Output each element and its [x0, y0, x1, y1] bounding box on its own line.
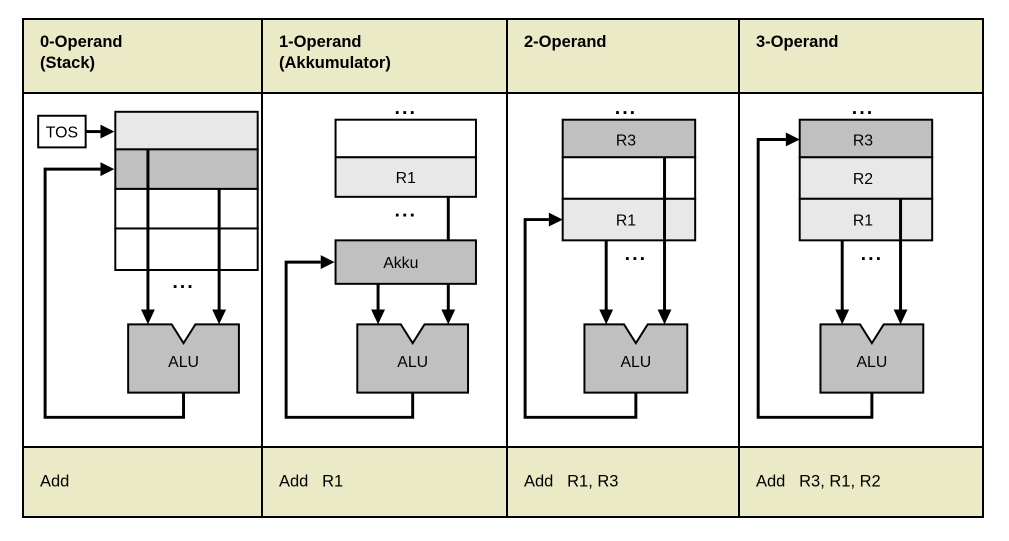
- alu-shape: [583, 323, 689, 394]
- header-cell-2-operand: 2-Operand: [508, 20, 740, 92]
- diagram-cell-0-operand: TOS ...: [24, 94, 263, 446]
- tos-box: [37, 114, 87, 149]
- feedback-arrow-icon: [320, 255, 335, 270]
- feedback-path: [43, 167, 186, 419]
- stack-cell-0: [114, 110, 259, 151]
- accumulator-arrow-icon: [371, 309, 385, 325]
- regfile-top-ellipsis: ...: [852, 97, 874, 119]
- alu-label: ALU: [397, 354, 428, 371]
- instruction-cell-0-operand: Add: [24, 448, 263, 516]
- diagram-row: TOS ...: [24, 94, 982, 448]
- three-operand-diagram: ... R3 R2 R1 ...: [756, 97, 934, 419]
- header-cell-3-operand: 3-Operand: [740, 20, 982, 92]
- diagram-cell-2-operand: ... R3 R1 ...: [508, 94, 740, 446]
- register-label-r3: R3: [616, 132, 636, 149]
- diagram-cell-3-operand: ... R3 R2 R1 ...: [740, 94, 982, 446]
- regfile-bottom-ellipsis: ...: [395, 200, 417, 222]
- header-label-0-operand: 0-Operand (Stack): [40, 33, 123, 73]
- register-label-r1: R1: [616, 213, 636, 230]
- alu-label: ALU: [168, 354, 199, 371]
- regfile-bottom-ellipsis: ...: [625, 243, 647, 265]
- register-cell-r3: [798, 118, 934, 159]
- register-label-r2: R2: [853, 171, 873, 188]
- feedback-arrow-icon: [548, 212, 563, 227]
- header-label-3-operand: 3-Operand: [756, 33, 839, 51]
- alu-shape: [127, 323, 240, 394]
- operand-arrow-right-icon: [893, 309, 908, 325]
- instruction-row: Add Add R1 Add R1, R3 Add R3, R1, R2: [24, 448, 982, 516]
- operand-arrow-right-icon: [441, 309, 456, 325]
- regfile-top-ellipsis: ...: [395, 97, 417, 119]
- operand-comparison-table: 0-Operand (Stack) 1-Operand (Akkumulator…: [22, 18, 984, 518]
- accumulator-box: [334, 239, 477, 285]
- register-cell-empty: [561, 156, 697, 200]
- stack-diagram: TOS ...: [37, 110, 259, 419]
- register-label-r1: R1: [853, 213, 873, 230]
- instruction-label-3-operand: Add R3, R1, R2: [756, 472, 881, 491]
- regfile-top-ellipsis: ...: [615, 97, 637, 119]
- instruction-cell-1-operand: Add R1: [263, 448, 508, 516]
- register-label-r3: R3: [853, 132, 873, 149]
- alu-shape: [819, 323, 925, 394]
- register-cell-1: [334, 156, 477, 198]
- instruction-cell-3-operand: Add R3, R1, R2: [740, 448, 982, 516]
- register-cell-0: [334, 118, 477, 159]
- header-cell-1-operand: 1-Operand (Akkumulator): [263, 20, 508, 92]
- stack-cell-3: [114, 227, 259, 271]
- register-cell-r2: [798, 156, 934, 200]
- alu-shape: [356, 323, 470, 394]
- header-label-2-operand: 2-Operand: [524, 33, 607, 51]
- feedback-path: [523, 218, 638, 419]
- alu-label: ALU: [856, 354, 887, 371]
- operand-arrow-right-icon: [657, 309, 672, 325]
- feedback-arrow-icon: [785, 132, 800, 147]
- stack-ellipsis: ...: [172, 271, 194, 293]
- operand-arrow-left-icon: [599, 309, 614, 325]
- operand-arrow-left-icon: [835, 309, 850, 325]
- header-label-1-operand: 1-Operand (Akkumulator): [279, 33, 391, 73]
- instruction-cell-2-operand: Add R1, R3: [508, 448, 740, 516]
- register-cell-r1: [561, 197, 697, 242]
- tos-arrow-icon: [100, 124, 115, 139]
- operand-arrow-left-icon: [141, 309, 155, 325]
- two-operand-diagram: ... R3 R1 ...: [523, 97, 697, 419]
- register-label-r1: R1: [396, 170, 416, 187]
- operand-arrow-right-icon: [212, 309, 227, 325]
- feedback-path: [756, 138, 874, 419]
- feedback-path: [284, 260, 415, 419]
- diagram-cell-1-operand: ... R1 ... Akku: [263, 94, 508, 446]
- alu-label: ALU: [620, 354, 651, 371]
- header-row: 0-Operand (Stack) 1-Operand (Akkumulator…: [24, 20, 982, 94]
- accumulator-label: Akku: [383, 255, 418, 272]
- instruction-label-2-operand: Add R1, R3: [524, 472, 619, 491]
- stack-cell-1: [114, 148, 259, 190]
- accumulator-diagram: ... R1 ... Akku: [284, 97, 477, 419]
- tos-label: TOS: [46, 125, 78, 142]
- feedback-arrow-icon: [100, 162, 115, 177]
- instruction-label-0-operand: Add: [40, 472, 70, 491]
- header-cell-0-operand: 0-Operand (Stack): [24, 20, 263, 92]
- instruction-label-1-operand: Add R1: [279, 472, 344, 491]
- register-cell-r1: [798, 197, 934, 242]
- regfile-bottom-ellipsis: ...: [861, 243, 883, 265]
- stack-cell-2: [114, 187, 259, 230]
